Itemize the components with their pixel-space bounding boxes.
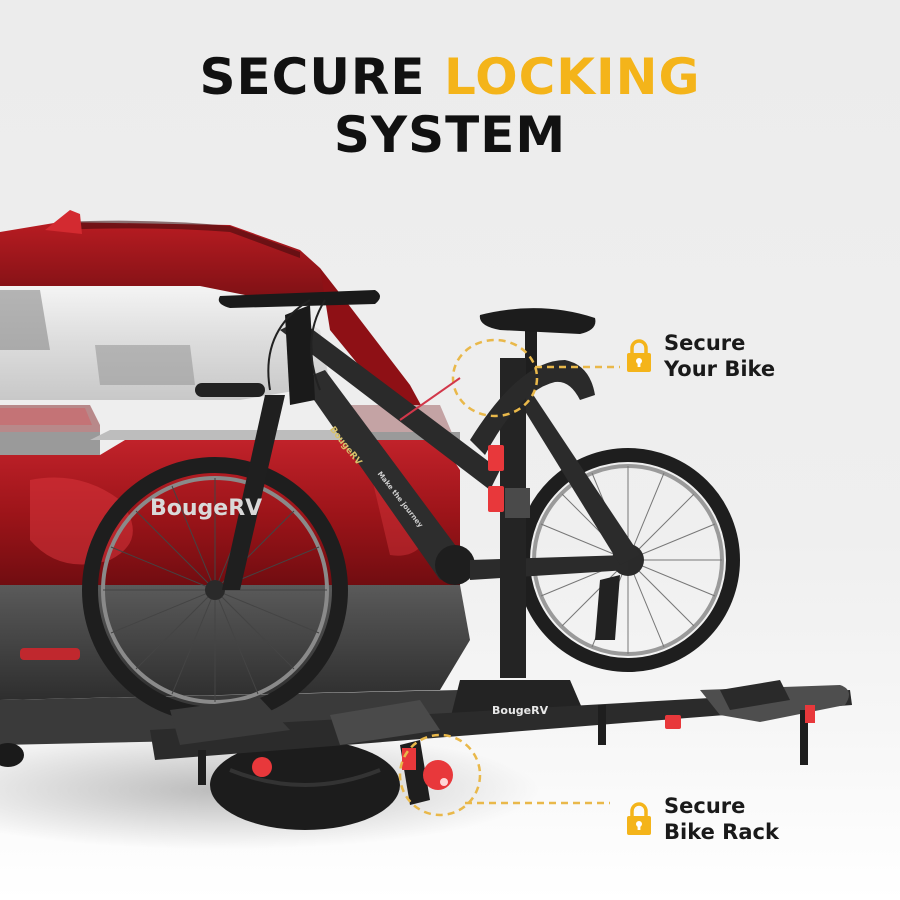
cable-lock bbox=[399, 377, 461, 421]
callout-indicators bbox=[398, 338, 620, 817]
headline-line-1: SECURE LOCKING bbox=[0, 48, 900, 106]
bike-rack bbox=[150, 358, 852, 805]
bike-saddle bbox=[479, 308, 596, 334]
rack-main-bar bbox=[150, 690, 852, 760]
callout-circle-bike bbox=[451, 338, 539, 418]
mast-lock-upper bbox=[488, 445, 504, 471]
knob-right bbox=[665, 715, 681, 729]
callout-circle-rack bbox=[398, 733, 482, 817]
hitch-lock-knob bbox=[423, 760, 453, 790]
headline-word-locking: LOCKING bbox=[444, 48, 701, 106]
headline-line-2: SYSTEM bbox=[333, 106, 567, 164]
headline-word-secure: SECURE bbox=[199, 48, 426, 106]
hook-arm bbox=[470, 360, 595, 455]
callout-rack-line-2: Bike Rack bbox=[664, 820, 779, 844]
headline: SECURE LOCKING SYSTEM bbox=[0, 48, 900, 164]
padlock-icon bbox=[627, 339, 651, 372]
rack-logo: BougeRV bbox=[492, 704, 549, 717]
antenna-fin bbox=[45, 210, 82, 234]
mast-lock-lower bbox=[488, 486, 504, 512]
strap-lock-right bbox=[805, 705, 815, 723]
handlebar bbox=[218, 290, 380, 308]
tailgate-logo: BougeRV bbox=[150, 496, 263, 521]
callout-secure-bike-rack: Secure Bike Rack bbox=[624, 793, 779, 845]
rear-reflector bbox=[20, 648, 80, 660]
callout-rack-line-1: Secure bbox=[664, 794, 746, 818]
padlock-icon bbox=[627, 802, 651, 835]
bike-front bbox=[82, 290, 500, 723]
callout-bike-line-2: Your Bike bbox=[664, 357, 776, 381]
callout-bike-line-1: Secure bbox=[664, 331, 746, 355]
callout-secure-your-bike: Secure Your Bike bbox=[624, 330, 775, 382]
knob-left bbox=[252, 757, 272, 777]
exhaust-pipe bbox=[0, 743, 24, 767]
